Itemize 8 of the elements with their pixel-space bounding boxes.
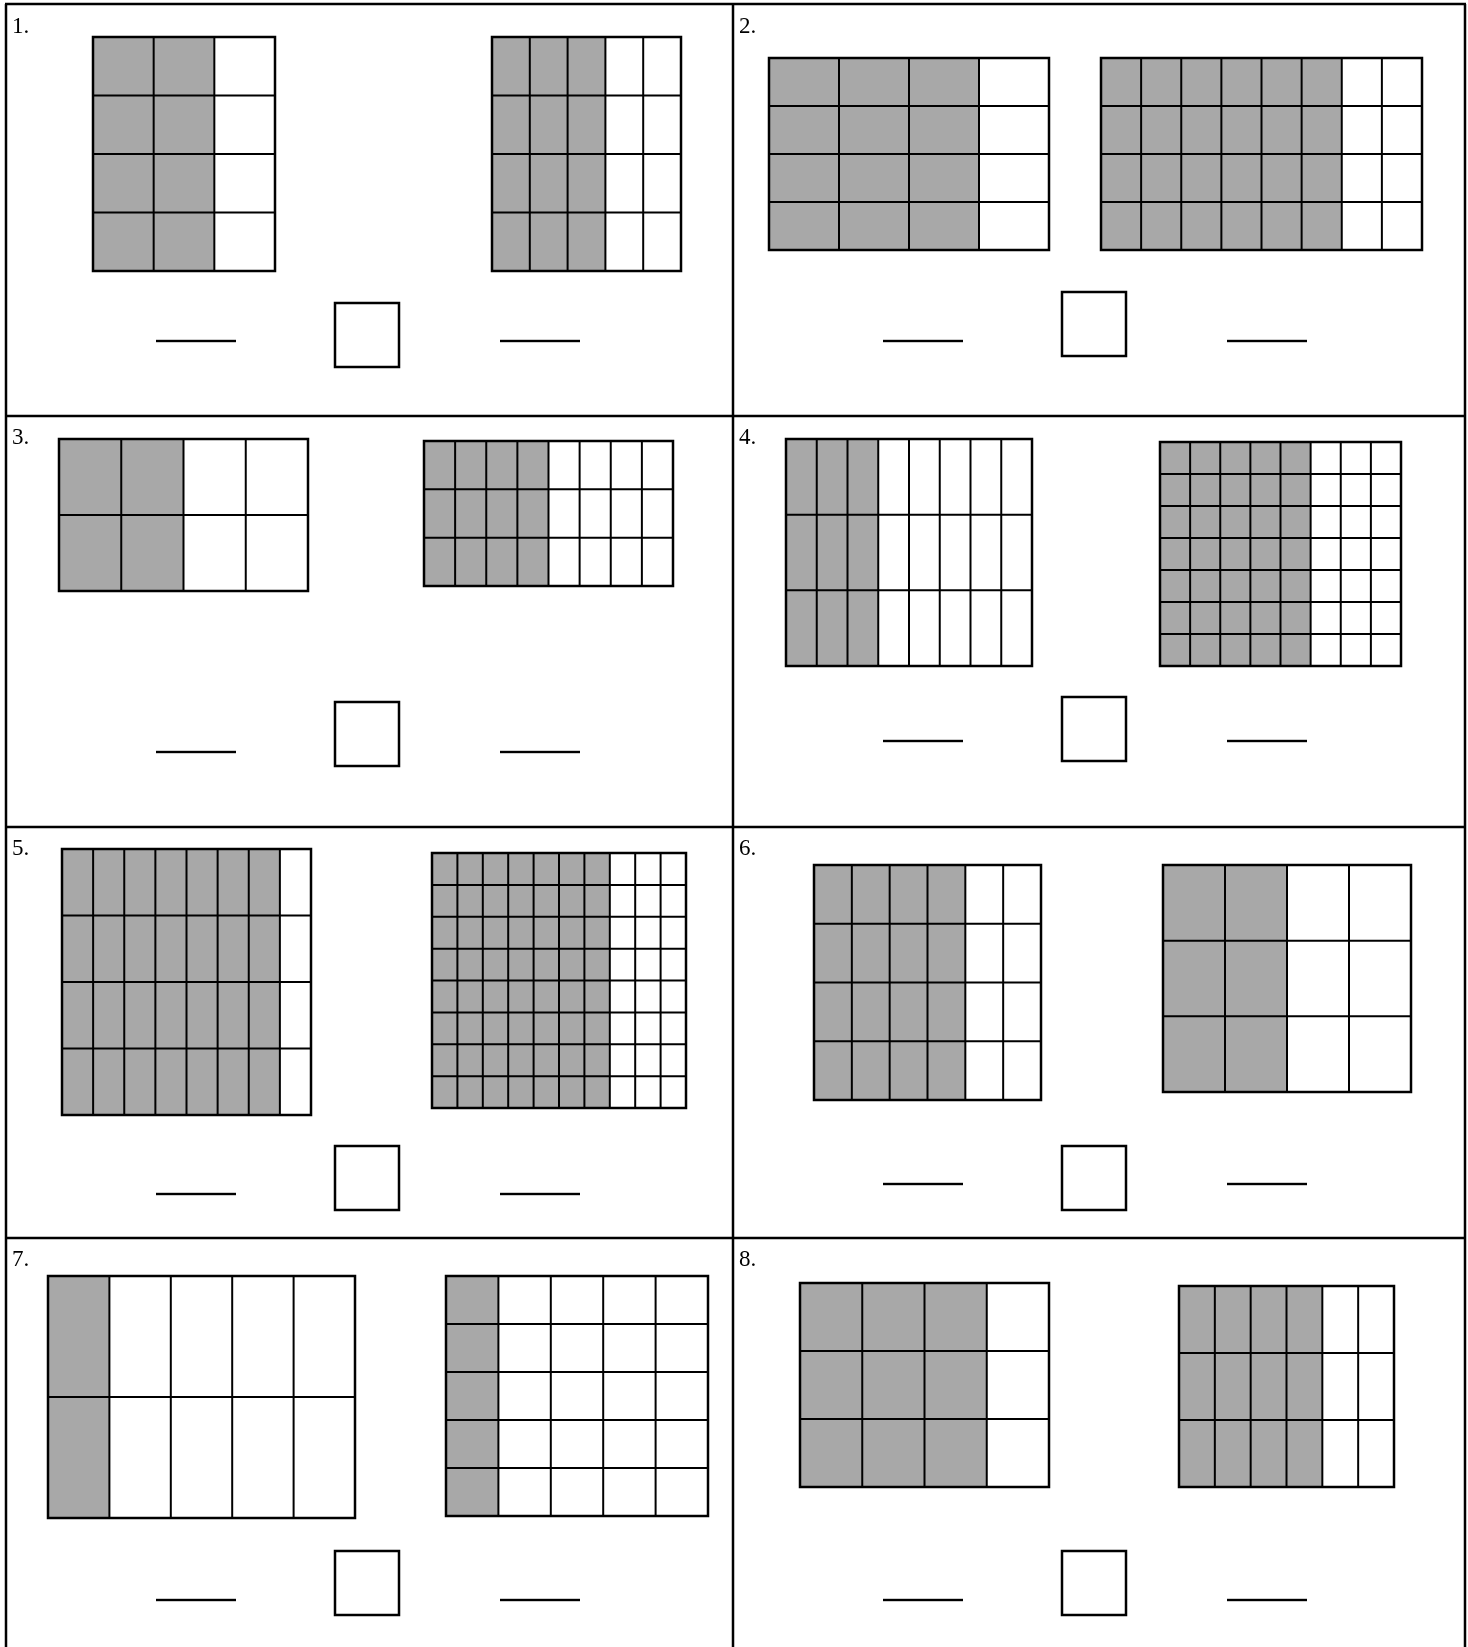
problem-number: 6.	[739, 836, 757, 859]
problem-number: 8.	[739, 1247, 757, 1270]
problem-number: 3.	[12, 425, 30, 448]
problem-number: 5.	[12, 836, 30, 859]
problem-number: 1.	[12, 14, 30, 37]
problem-number: 4.	[739, 425, 757, 448]
problem-number: 7.	[12, 1247, 30, 1270]
problem-number: 2.	[739, 14, 757, 37]
